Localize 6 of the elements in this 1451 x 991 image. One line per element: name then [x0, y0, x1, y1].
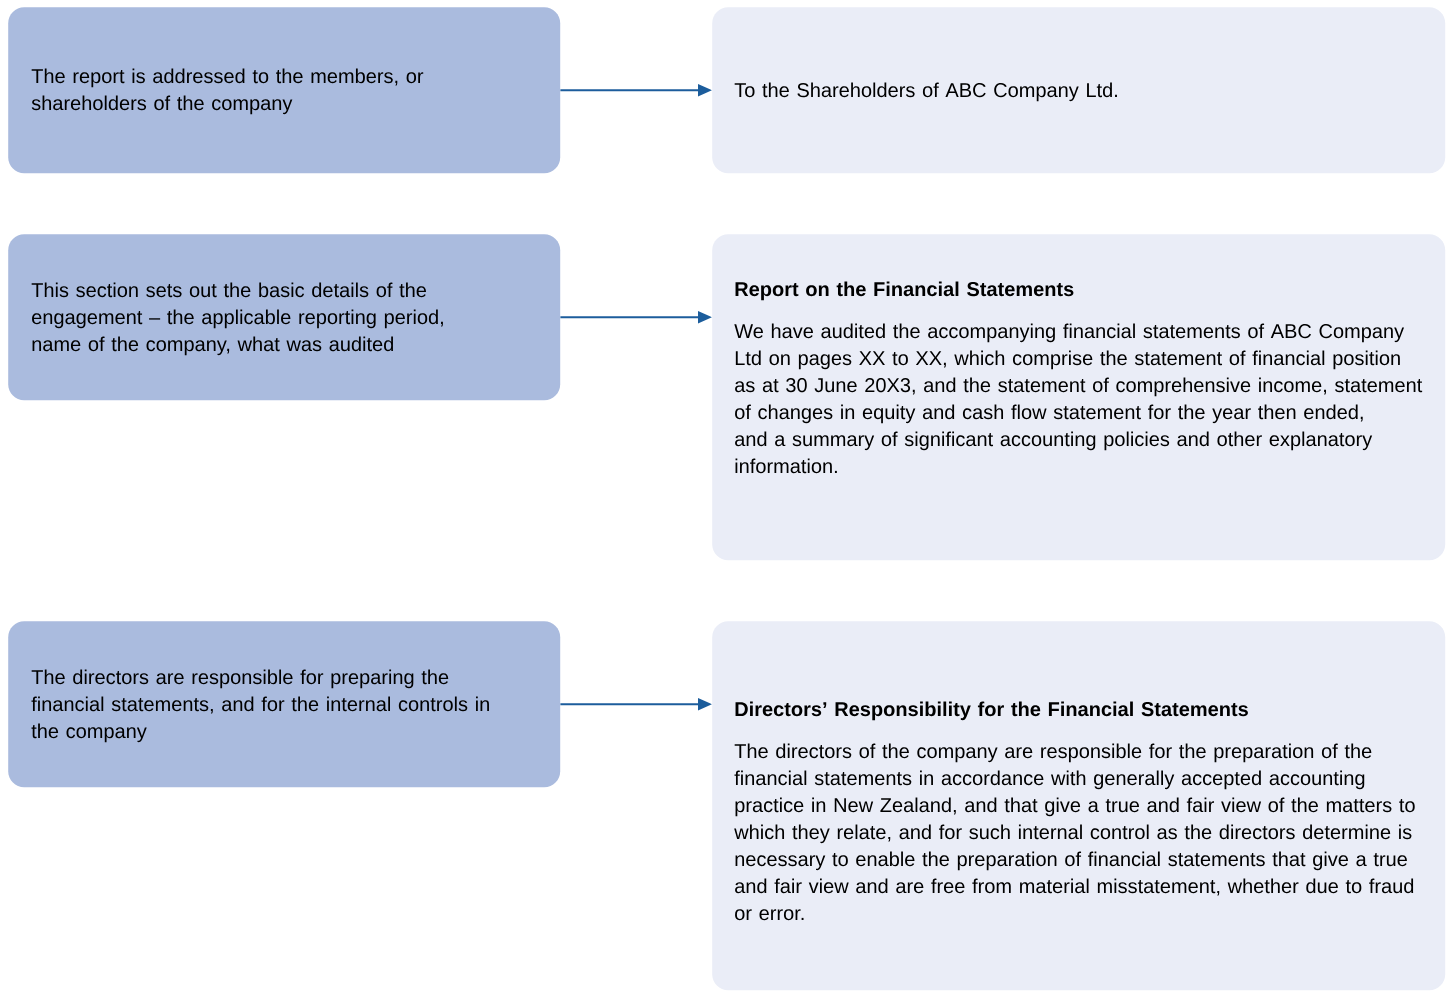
text-box: Directors’ Responsibility for the Financial Statements The directors of the company are responsible for the preparation of the financial statements in accordance with generally accepted accounting practice in New Zealand, and that give a true and fair view of the matters to which they relate, and for such internal control as the directors determine is necessary to enable the preparation of financial statements that give a true and fair view and are free from material misstatement, whether due to fraud or error. — [712, 621, 1446, 991]
text-box: To the Shareholders of ABC Company Ltd. — [712, 7, 1446, 174]
text-box: The report is addressed to the members, or shareholders of the company — [8, 7, 561, 174]
text-box: Report on the Financial Statements We have audited the accompanying financial statements of ABC Company Ltd on pages XX to XX, which comprise the statement of financial position as at 30 June 20X3, and the statement of comprehensive income, statement of changes in equity and cash flow statement for the year then ended, and a summary of significant accounting policies and other explanatory information. — [712, 234, 1446, 561]
text-box: This section sets out the basic details of the engagement – the applicable reporting period, name of the company, what was audited — [8, 234, 561, 401]
text-box: The directors are responsible for preparing the financial statements, and for the internal controls in the company — [8, 621, 561, 788]
